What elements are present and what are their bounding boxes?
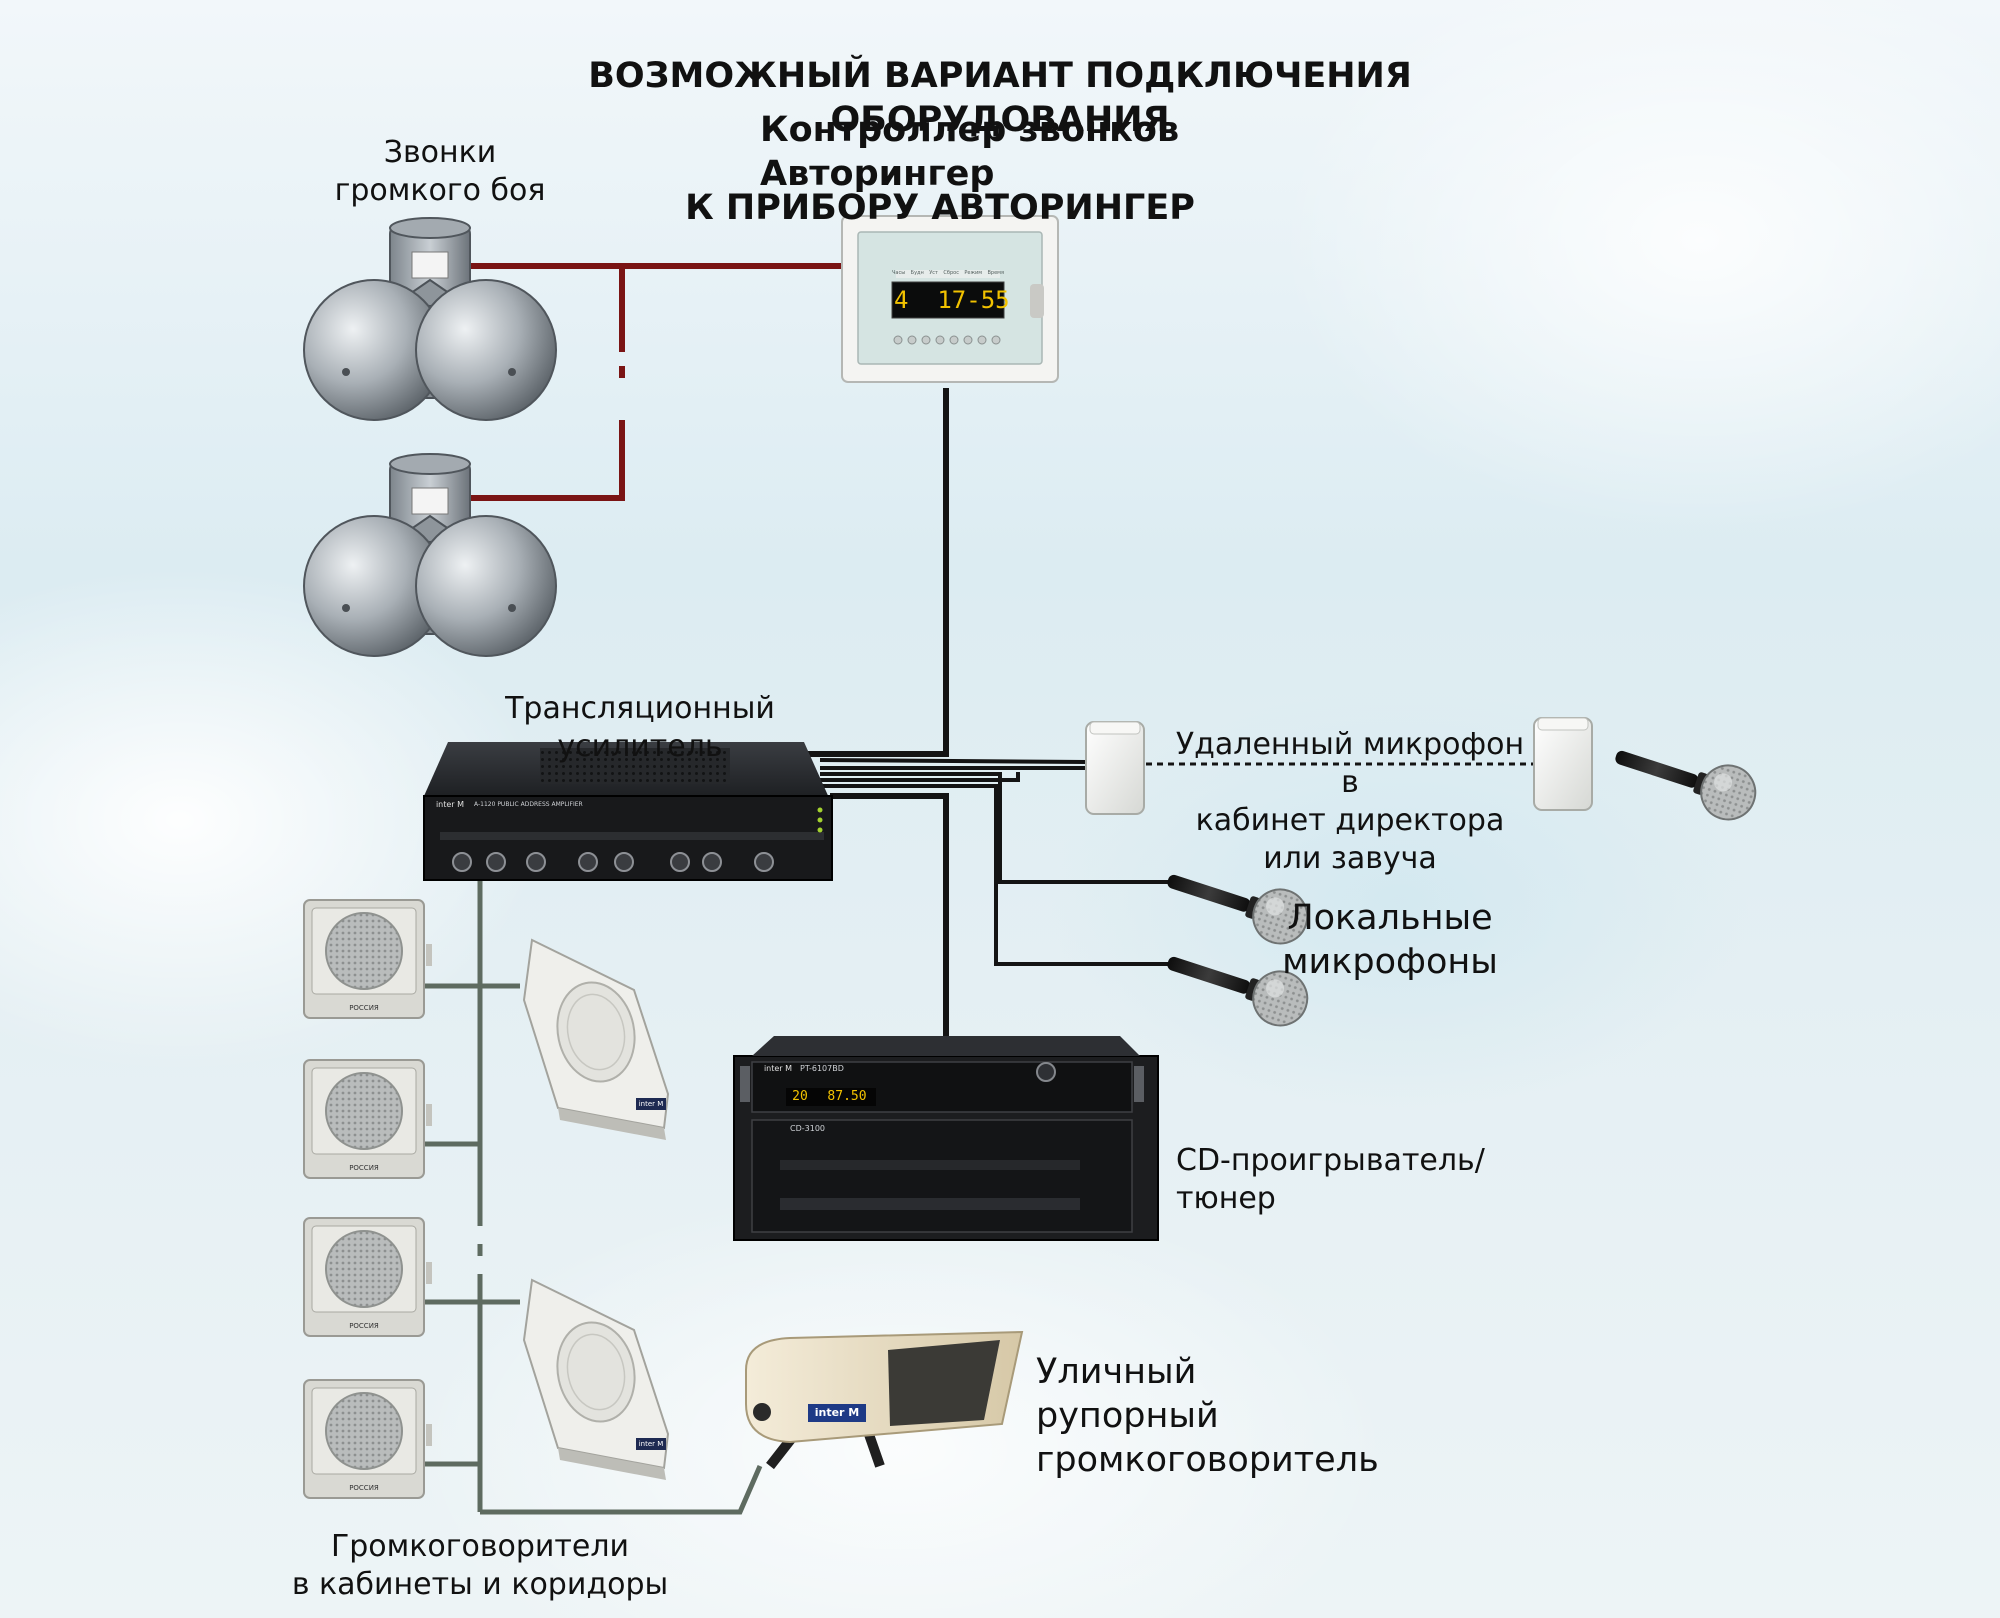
speaker-brand: РОССИЯ bbox=[349, 1004, 379, 1012]
wall-speaker-icon bbox=[523, 939, 669, 1141]
horn-speaker-icon bbox=[745, 1330, 1024, 1470]
bell-icon bbox=[303, 453, 557, 657]
wall-speaker-brand: inter M bbox=[638, 1100, 664, 1108]
controller-button-labels: Часы Будн Уст Сброс Режим Время bbox=[892, 270, 1004, 276]
controller-display: 4 17-55 bbox=[894, 286, 1010, 314]
remote-mic-label: Удаленный микрофон в кабинет директора и… bbox=[1175, 727, 1525, 876]
box-speaker-icon bbox=[303, 1379, 433, 1499]
amplifier-brand: inter M bbox=[435, 800, 465, 809]
cd-player-label: CD-проигрыватель/тюнер bbox=[1176, 1143, 1485, 1216]
controller-panel-icon bbox=[841, 215, 1059, 383]
speaker-brand: РОССИЯ bbox=[349, 1484, 379, 1492]
horn-label: Уличный рупорный громкоговоритель bbox=[1036, 1352, 1379, 1480]
bell-wires bbox=[442, 263, 846, 501]
speakers-label: Громкоговорители в кабинеты и коридоры bbox=[291, 1529, 669, 1602]
local-mics-label: Локальные микрофоны bbox=[1282, 898, 1498, 982]
wall-speaker-brand: inter M bbox=[638, 1440, 664, 1448]
controller-button-label: Часы bbox=[892, 270, 906, 276]
bells-label: Звонки громкого боя bbox=[334, 135, 546, 208]
controller-button-label: Время bbox=[987, 270, 1004, 276]
box-speaker-icon bbox=[303, 899, 433, 1019]
wall-box-icon bbox=[1085, 721, 1145, 815]
wall-box-icon bbox=[1533, 717, 1593, 811]
page-title: ВОЗМОЖНЫЙ ВАРИАНТ ПОДКЛЮЧЕНИЯ ОБОРУДОВАН… bbox=[470, 10, 1530, 274]
tuner-display-1: 20 bbox=[792, 1089, 808, 1104]
microphone-icon bbox=[1606, 729, 1764, 828]
controller-button-label: Будн bbox=[910, 270, 924, 276]
speaker-wires bbox=[424, 876, 763, 1515]
tuner-model: PT-6107BD bbox=[800, 1064, 844, 1073]
speaker-brand: РОССИЯ bbox=[349, 1322, 379, 1330]
box-speaker-icon bbox=[303, 1059, 433, 1179]
box-speaker-icon bbox=[303, 1217, 433, 1337]
horn-brand: inter M bbox=[814, 1406, 860, 1419]
amplifier-label: Трансляционный усилитель bbox=[505, 691, 775, 764]
tuner-display-2: 87.50 bbox=[827, 1089, 867, 1104]
controller-button-label: Сброс bbox=[943, 270, 959, 276]
signal-wires bbox=[800, 388, 1168, 1060]
wall-speaker-icon bbox=[523, 1279, 669, 1481]
amplifier-icon bbox=[423, 742, 833, 881]
controller-label: Контроллер звонков Авторингер bbox=[760, 110, 1180, 194]
speaker-brand: РОССИЯ bbox=[349, 1164, 379, 1172]
title-line-1: ВОЗМОЖНЫЙ ВАРИАНТ ПОДКЛЮЧЕНИЯ ОБОРУДОВАН… bbox=[588, 56, 1412, 140]
title-line-2: К ПРИБОРУ АВТОРИНГЕР bbox=[685, 188, 1195, 228]
controller-button-label: Режим bbox=[964, 270, 983, 276]
amplifier-model: A-1120 PUBLIC ADDRESS AMPLIFIER bbox=[474, 801, 583, 808]
tuner-brand: inter M bbox=[763, 1064, 793, 1073]
cd-model: CD-3100 bbox=[790, 1124, 825, 1133]
cd-tuner-rack-icon bbox=[733, 1036, 1159, 1241]
controller-button-label: Уст bbox=[929, 270, 938, 276]
